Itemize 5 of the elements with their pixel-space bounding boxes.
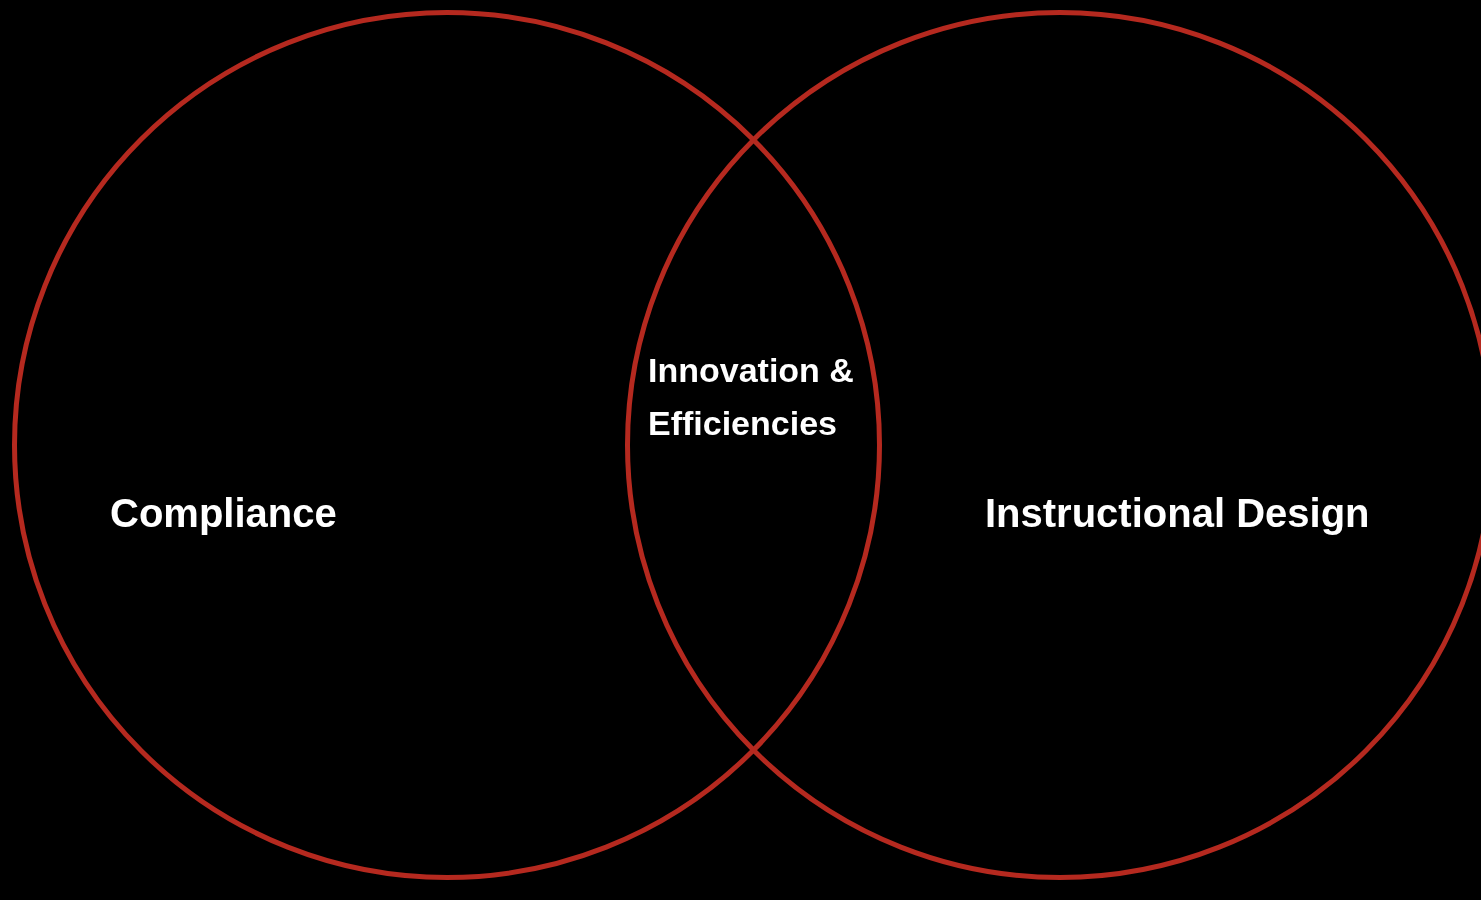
circle — [625, 10, 1481, 880]
circle — [12, 10, 882, 880]
overlap-label: Innovation & Efficiencies — [648, 350, 855, 444]
circle-label: Compliance — [110, 490, 337, 536]
circle-label: Instructional Design — [985, 490, 1370, 536]
